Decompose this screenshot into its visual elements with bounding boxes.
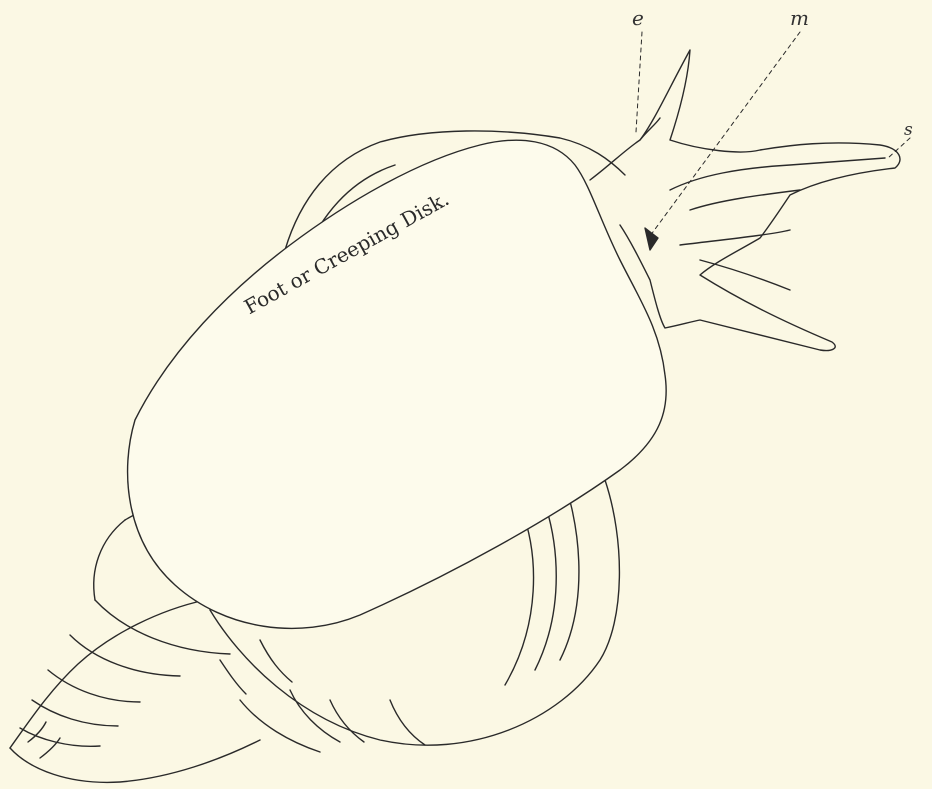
leader-lines [636, 32, 910, 236]
eye-label: e [632, 8, 644, 28]
eye-leader [636, 32, 642, 132]
siphon-label: s [904, 122, 913, 139]
mouth-label: m [790, 8, 809, 28]
